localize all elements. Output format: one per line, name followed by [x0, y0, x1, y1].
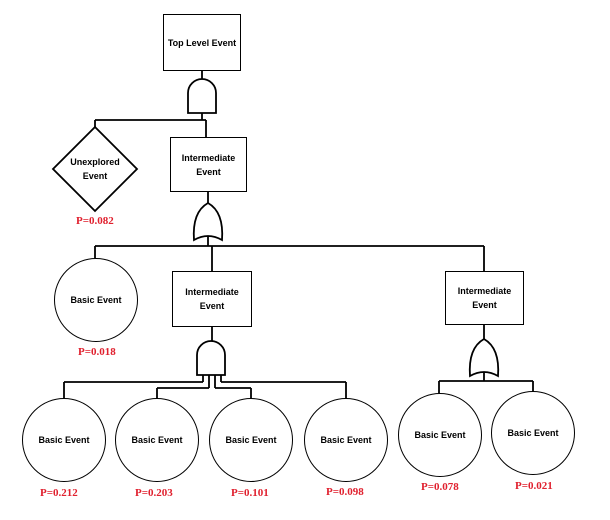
intermediate-event-box-2: Intermediate Event [172, 271, 252, 327]
intermediate-event-box-1: Intermediate Event [170, 137, 247, 192]
basic-event-label: Basic Event [38, 435, 90, 445]
intermediate-event-label: Intermediate Event [457, 286, 512, 310]
and-gate [187, 78, 217, 114]
basic-event-circle: Basic Event [398, 393, 482, 477]
intermediate-event-box-3: Intermediate Event [445, 271, 524, 325]
basic-event-label: Basic Event [131, 435, 183, 445]
or-gate [192, 201, 224, 242]
basic-event-circle: Basic Event [22, 398, 106, 482]
basic-event-circle: Basic Event [209, 398, 293, 482]
basic-event-label: Basic Event [70, 295, 122, 305]
basic-event-probability: P=0.021 [515, 480, 553, 492]
unexplored-event-label: Unexplored Event [70, 157, 120, 181]
unexplored-probability: P=0.082 [76, 215, 114, 227]
top-level-event-label: Top Level Event [167, 37, 237, 48]
basic-event-label: Basic Event [414, 430, 466, 440]
basic-event-probability: P=0.098 [326, 486, 364, 498]
basic-event-circle: Basic Event [54, 258, 138, 342]
basic-event-probability: P=0.101 [231, 487, 269, 499]
basic-event-probability: P=0.212 [40, 487, 78, 499]
basic-event-label: Basic Event [320, 435, 372, 445]
intermediate-event-label: Intermediate Event [181, 152, 236, 177]
top-level-event-box: Top Level Event [163, 14, 241, 71]
basic-event-circle: Basic Event [115, 398, 199, 482]
basic-event-label: Basic Event [507, 428, 559, 438]
basic-event-probability: P=0.018 [78, 346, 116, 358]
basic-event-probability: P=0.078 [421, 481, 459, 493]
unexplored-diamond [51, 125, 139, 213]
intermediate-event-label: Intermediate Event [185, 287, 239, 311]
basic-event-circle: Basic Event [304, 398, 388, 482]
or-gate [468, 337, 500, 378]
and-gate [196, 340, 226, 376]
basic-event-probability: P=0.203 [135, 487, 173, 499]
basic-event-circle: Basic Event [491, 391, 575, 475]
basic-event-label: Basic Event [225, 435, 277, 445]
